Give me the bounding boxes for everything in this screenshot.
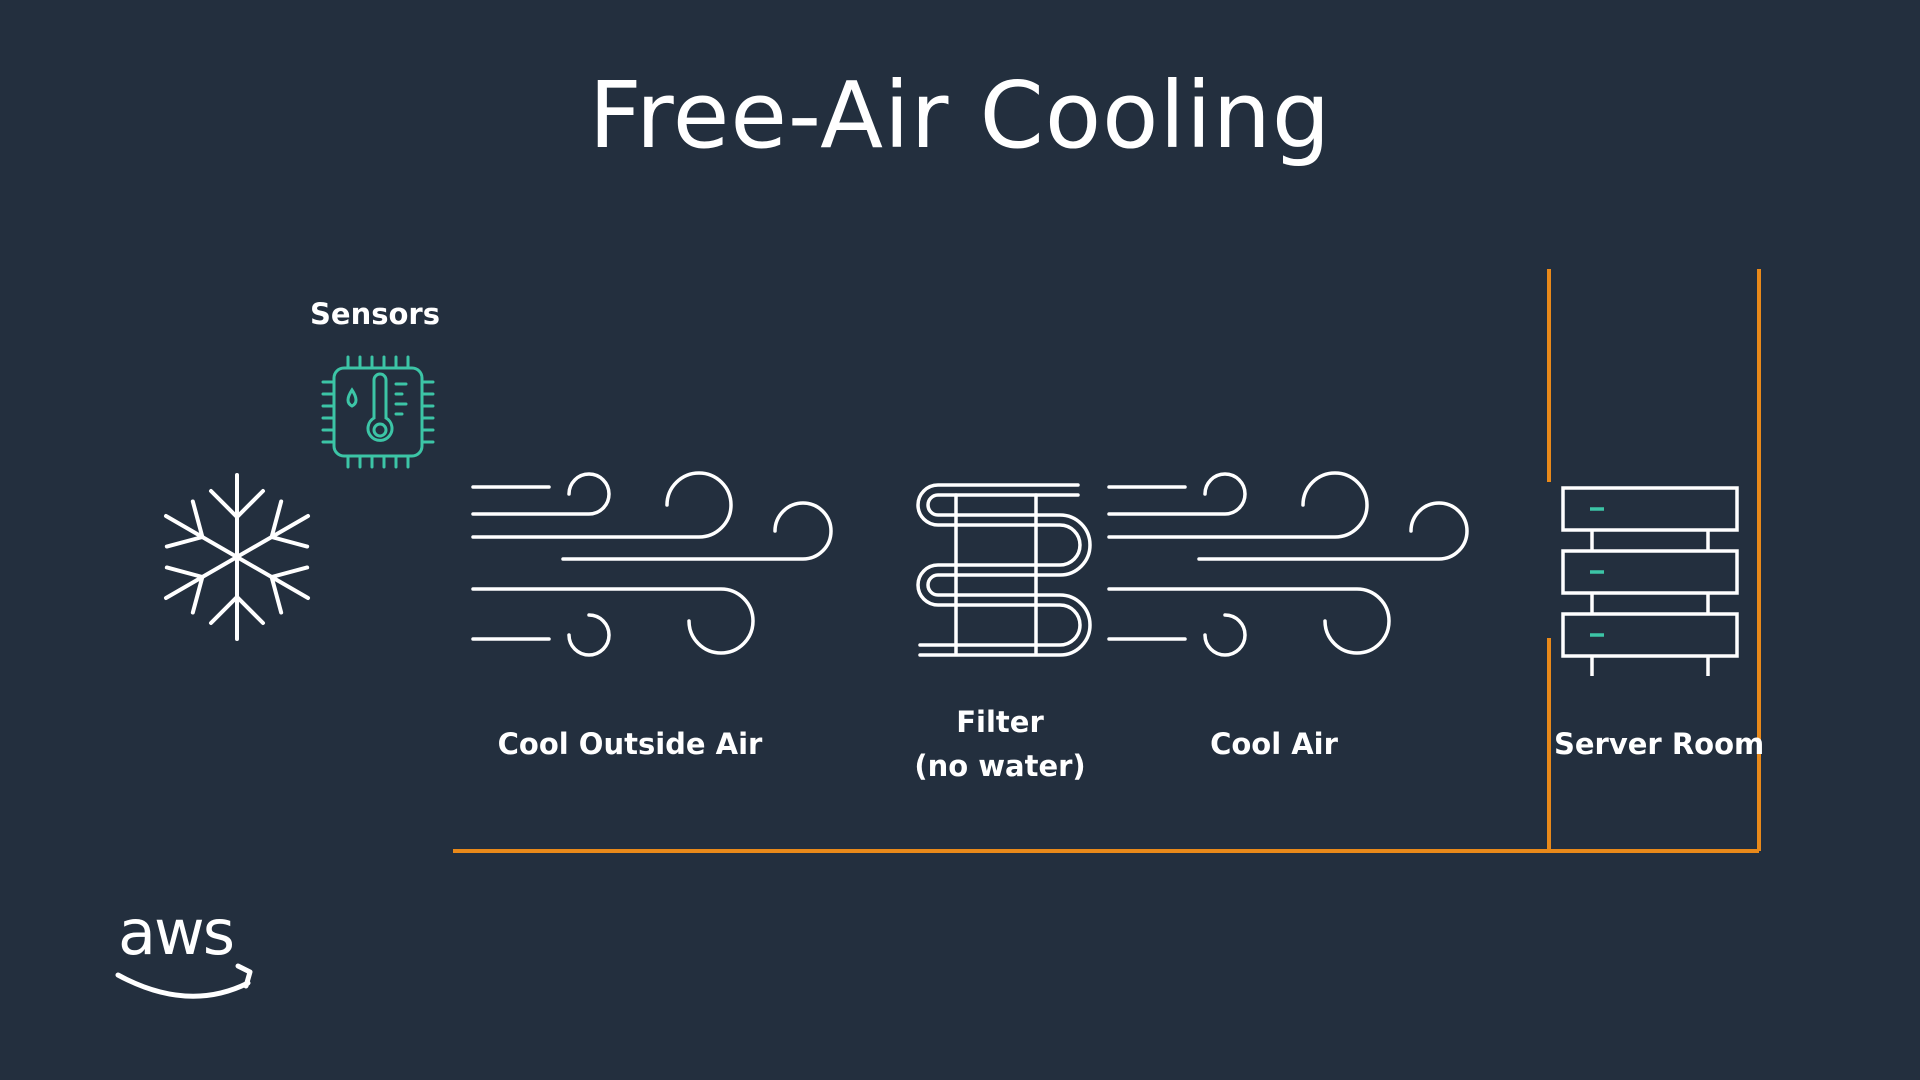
diagram-title: Free-Air Cooling bbox=[588, 62, 1332, 169]
label-cool-outside-air: Cool Outside Air bbox=[497, 727, 763, 761]
snowflake-icon bbox=[163, 473, 311, 641]
facility-box bbox=[451, 267, 1761, 853]
wind-icon-cool bbox=[1107, 471, 1469, 657]
label-cool-air: Cool Air bbox=[1210, 727, 1338, 761]
label-filter: Filter bbox=[956, 705, 1044, 739]
label-sensors: Sensors bbox=[310, 297, 440, 331]
sensor-chip-icon bbox=[321, 355, 435, 469]
aws-logo-text: aws bbox=[118, 896, 235, 969]
filter-coil-icon bbox=[916, 483, 1092, 657]
label-filter-note: (no water) bbox=[914, 749, 1086, 783]
wind-icon-outside bbox=[471, 471, 833, 657]
aws-logo bbox=[115, 963, 253, 999]
server-rack-icon bbox=[1561, 486, 1739, 676]
label-server-room: Server Room bbox=[1554, 727, 1765, 761]
